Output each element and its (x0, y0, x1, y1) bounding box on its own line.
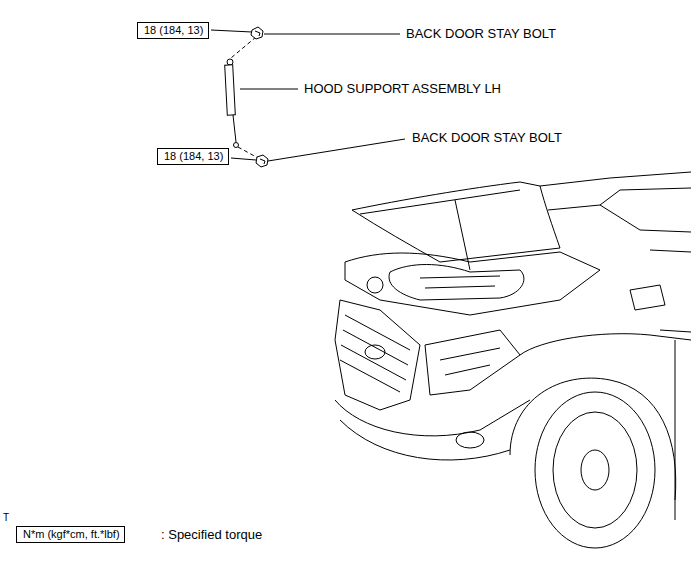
assembly-line (231, 37, 256, 58)
leader-line (264, 34, 400, 35)
gas-strut (225, 59, 239, 148)
page-mark: T (2, 510, 10, 525)
leader-line (211, 30, 252, 32)
leader-line (240, 89, 298, 90)
torque-value: 18 (184, 13) (164, 150, 222, 163)
vehicle-illustration (335, 172, 691, 548)
torque-unit-box: N*m (kgf*cm, ft.*lbf) (16, 526, 125, 543)
torque-value: 18 (184, 13) (144, 24, 202, 37)
part-name: HOOD SUPPORT ASSEMBLY LH (303, 81, 502, 96)
bolt-symbol (251, 27, 263, 39)
part-name: BACK DOOR STAY BOLT (411, 130, 563, 145)
part-name: BACK DOOR STAY BOLT (405, 26, 557, 41)
assembly-line (238, 147, 258, 158)
note-text: : Specified torque (160, 527, 263, 542)
torque-box: 18 (184, 13) (157, 148, 229, 165)
leader-line (231, 158, 256, 160)
leader-line (268, 139, 405, 161)
torque-box: 18 (184, 13) (137, 22, 209, 39)
torque-value: N*m (kgf*cm, ft.*lbf) (23, 528, 118, 541)
bolt-symbol (256, 155, 268, 167)
